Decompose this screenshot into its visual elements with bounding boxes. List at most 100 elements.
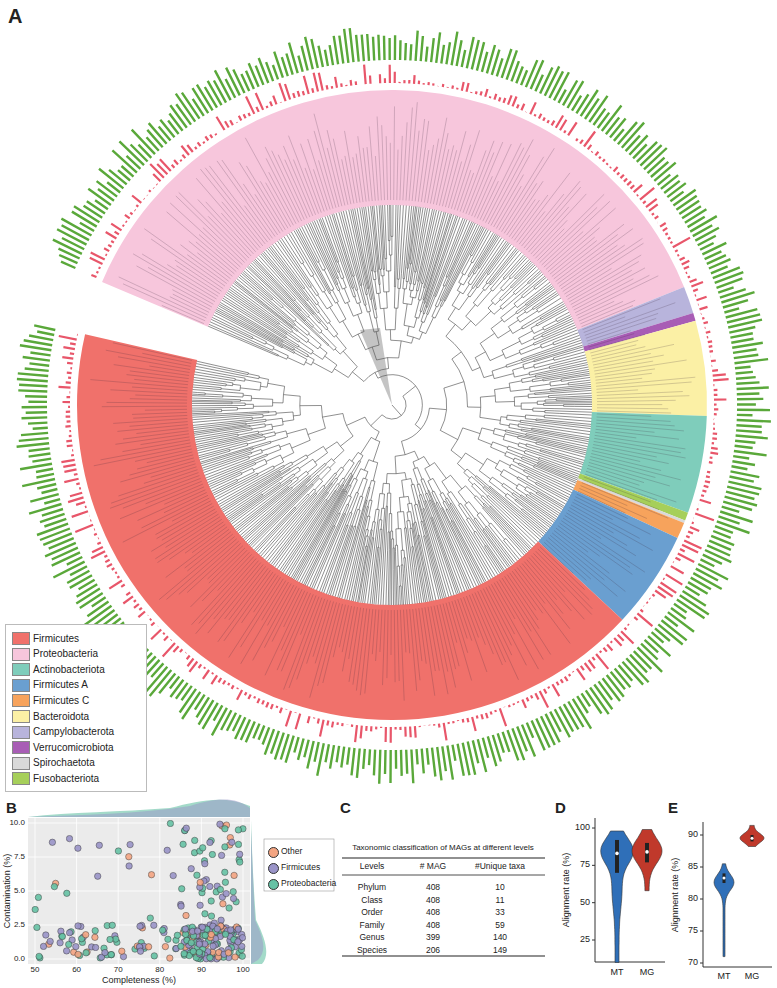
mag-point <box>179 886 185 892</box>
mag-point <box>228 927 234 933</box>
violin <box>601 831 634 962</box>
tick-label: 100 <box>236 966 249 975</box>
tick-label: 90 <box>688 830 698 840</box>
root-wedge <box>360 328 392 405</box>
legend-swatch <box>12 679 30 692</box>
legend-swatch <box>12 694 30 707</box>
mag-point <box>222 869 228 875</box>
table-cell: 408 <box>426 883 440 892</box>
mag-point <box>66 941 72 947</box>
tick-label: 90 <box>197 966 206 975</box>
plot-shape <box>76 818 77 964</box>
mag-point <box>151 922 157 928</box>
contamination-bars <box>59 65 729 743</box>
mag-point <box>126 863 132 869</box>
mag-point <box>197 879 203 885</box>
tick-label: 50 <box>580 898 590 908</box>
category-label: MG <box>745 972 760 982</box>
mag-point <box>36 953 42 959</box>
panel-letter: A <box>8 5 22 27</box>
mag-point <box>196 941 202 947</box>
mag-point <box>217 886 223 892</box>
mag-point <box>92 928 98 934</box>
table-cell: 59 <box>495 921 504 930</box>
table-cell: Species <box>357 946 387 955</box>
table-cell: Genus <box>359 934 384 943</box>
mag-point <box>188 866 194 872</box>
table-rules <box>342 858 545 956</box>
legend-text: Bacteroidota <box>33 710 89 721</box>
mag-point <box>92 944 98 950</box>
mag-point <box>226 905 232 911</box>
plot-shape <box>700 835 703 836</box>
category-label: MT <box>611 968 624 978</box>
mag-point <box>217 821 223 827</box>
mag-point <box>66 930 72 936</box>
mag-point <box>196 949 202 955</box>
violin <box>632 830 662 891</box>
plot-shape <box>243 818 244 964</box>
mag-point <box>210 943 216 949</box>
mag-point <box>194 928 200 934</box>
mag-point <box>95 873 101 879</box>
mag-point <box>51 883 57 889</box>
mag-point <box>229 839 235 845</box>
tick-label: 2.5 <box>14 921 25 930</box>
category-label: MG <box>640 968 655 978</box>
mag-point <box>207 883 213 889</box>
legend-swatch <box>12 741 30 754</box>
median <box>645 850 649 854</box>
category-label: MT <box>718 972 731 982</box>
violin-plots <box>592 818 772 967</box>
table-cell: Order <box>361 909 383 918</box>
mag-point <box>225 950 231 956</box>
tick-label: 60 <box>72 966 81 975</box>
mag-point <box>235 841 241 847</box>
mag-point <box>108 951 114 957</box>
mag-point <box>167 955 173 961</box>
mag-point <box>197 902 203 908</box>
mag-point <box>208 931 214 937</box>
box <box>645 843 649 862</box>
mag-point <box>214 926 220 932</box>
mag-point <box>200 845 206 851</box>
table-cell: 399 <box>426 934 440 943</box>
mag-point <box>63 948 69 954</box>
mag-point <box>40 943 46 949</box>
mag-point <box>223 890 229 896</box>
mag-point <box>151 953 157 959</box>
table-cell: Family <box>359 921 384 930</box>
mag-point <box>209 851 215 857</box>
plot-shape <box>159 818 160 964</box>
median <box>615 852 619 856</box>
legend-swatch <box>12 757 30 770</box>
mag-point <box>202 911 208 917</box>
mag-point <box>222 931 228 937</box>
legend-swatch <box>12 710 30 723</box>
box <box>615 840 619 873</box>
plot-shape <box>700 867 703 868</box>
mag-point <box>147 915 153 921</box>
plot-ground <box>28 818 250 964</box>
legend-swatch <box>12 726 30 739</box>
mag-point <box>165 936 171 942</box>
axis-title: Contamination (%) <box>3 854 13 929</box>
plot-shape <box>700 963 703 964</box>
tick-label: 75 <box>688 926 698 936</box>
legend-swatch <box>268 863 279 874</box>
mag-point <box>43 932 49 938</box>
mag-point <box>190 948 196 954</box>
mag-point <box>235 926 241 932</box>
mag-point <box>180 841 186 847</box>
legend-swatch <box>12 663 30 676</box>
tick-label: 10.0 <box>9 819 25 828</box>
mag-point <box>73 943 79 949</box>
tree-branches <box>192 205 592 605</box>
table-cell: 149 <box>493 946 507 955</box>
mag-point <box>108 952 114 958</box>
table-cell: 11 <box>496 896 505 905</box>
mag-point <box>235 827 241 833</box>
legend-text: Other <box>281 847 302 856</box>
legend-text: Firmicutes <box>33 632 79 643</box>
tick-label: 75 <box>580 860 590 870</box>
